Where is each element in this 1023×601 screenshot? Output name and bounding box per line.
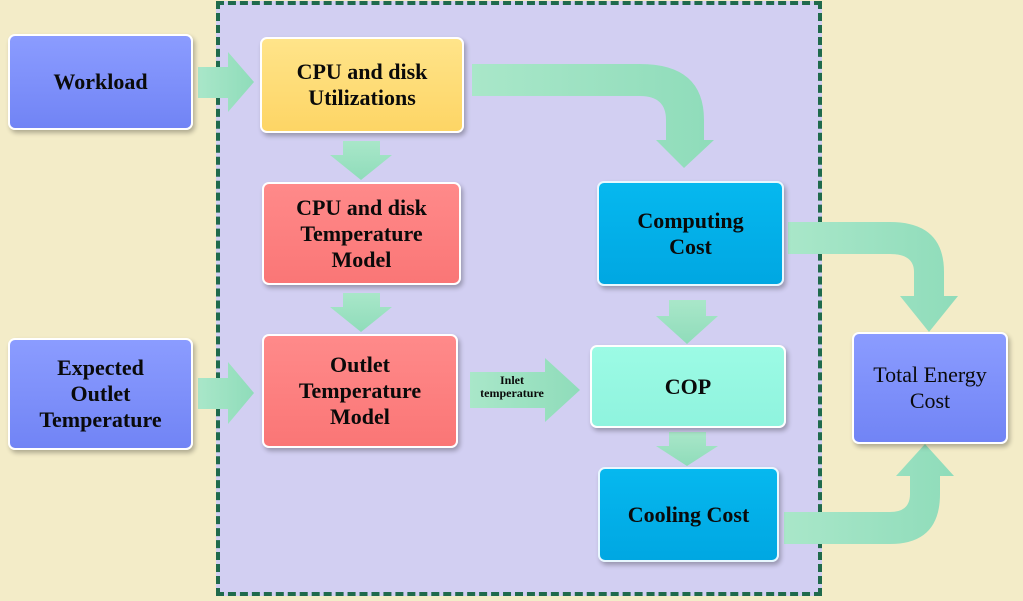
arrow-computing-to-total xyxy=(788,222,958,332)
arrow-cooling-to-total xyxy=(784,444,954,544)
computing-cost-box: Computing Cost xyxy=(597,181,784,286)
workload-box: Workload xyxy=(8,34,193,130)
outlet-temp-model-box: Outlet Temperature Model xyxy=(262,334,458,448)
arrow-cop-to-cooling xyxy=(656,432,718,466)
cop-label: COP xyxy=(664,373,712,399)
expected-outlet-box: Expected Outlet Temperature xyxy=(8,338,193,450)
inlet-temperature-label: Inlet temperature xyxy=(480,373,544,400)
cooling-cost-label: Cooling Cost xyxy=(627,501,750,527)
arrow-expected-to-outlet xyxy=(198,362,254,424)
cooling-cost-box: Cooling Cost xyxy=(598,467,779,562)
cpu-temp-model-box: CPU and disk Temperature Model xyxy=(262,182,461,285)
expected-outlet-label: Expected Outlet Temperature xyxy=(39,355,162,432)
total-energy-cost-label: Total Energy Cost xyxy=(873,362,987,413)
arrow-util-to-tempmodel xyxy=(330,141,392,180)
computing-cost-label: Computing Cost xyxy=(637,207,744,259)
outlet-temp-model-label: Outlet Temperature Model xyxy=(298,352,422,429)
arrow-workload-to-util xyxy=(198,52,254,112)
cpu-util-label: CPU and disk Utilizations xyxy=(296,59,428,110)
arrow-computing-to-cop xyxy=(656,300,718,344)
workload-label: Workload xyxy=(53,69,148,94)
cpu-util-box: CPU and disk Utilizations xyxy=(260,37,464,133)
arrow-tempmodel-to-outlet xyxy=(330,293,392,332)
cpu-temp-model-label: CPU and disk Temperature Model xyxy=(296,194,427,272)
arrow-inlet-temperature xyxy=(470,358,580,422)
total-energy-cost-box: Total Energy Cost xyxy=(852,332,1008,444)
cop-box: COP xyxy=(590,345,786,428)
arrow-util-to-computing xyxy=(472,64,714,168)
